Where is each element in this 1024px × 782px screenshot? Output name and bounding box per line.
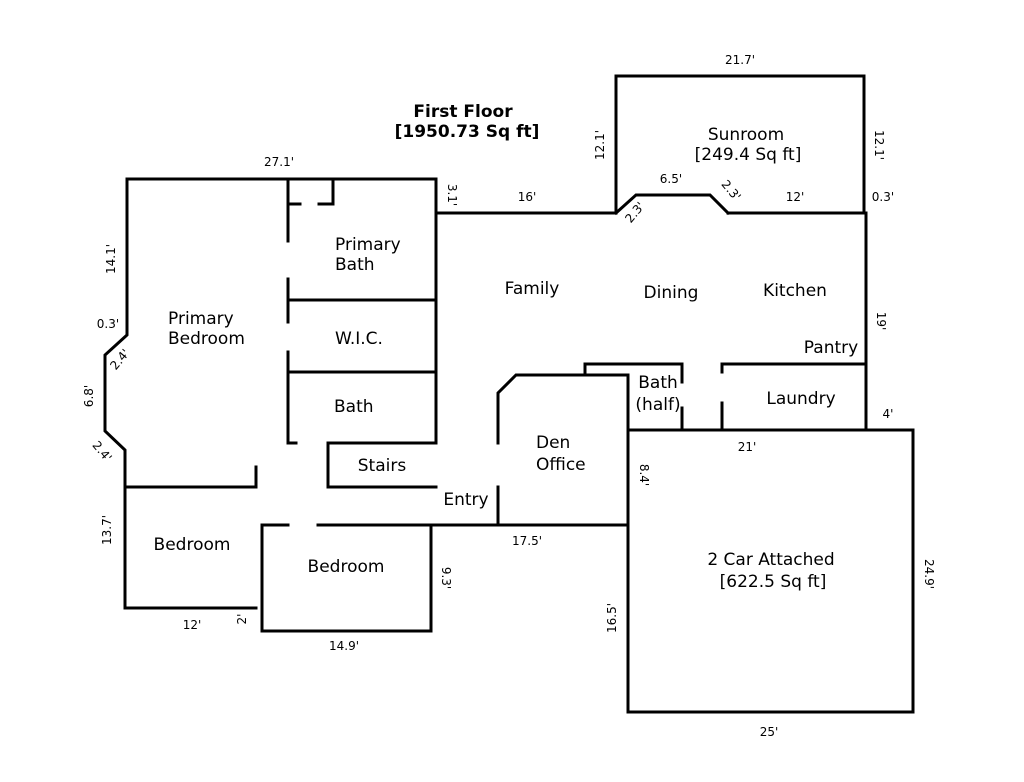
closet-detail-2: [317, 178, 335, 206]
room-labels: Sunroom [249.4 Sq ft] Primary Bath W.I.C…: [154, 125, 859, 592]
half-bath-label-2: (half): [635, 395, 680, 415]
dim-garage-25: 25': [760, 725, 779, 739]
dim-top-27-1: 27.1': [264, 155, 294, 169]
sunroom-walls: [614, 74, 866, 215]
dim-bedroom-9-3: 9.3': [439, 567, 453, 589]
dim-left-0-3: 0.3': [97, 317, 119, 331]
primary-wing-left: [103, 177, 258, 610]
sunroom-area-label: [249.4 Sq ft]: [695, 145, 802, 165]
garage-label: 2 Car Attached: [707, 550, 834, 570]
stairs-walls: [326, 441, 438, 489]
dim-wall-12: 12': [786, 190, 805, 204]
wic-label: W.I.C.: [335, 329, 383, 349]
den-label-1: Den: [536, 433, 570, 453]
stairs-label: Stairs: [358, 456, 407, 476]
dim-sunroom-top: 21.7': [725, 53, 755, 67]
laundry-label: Laundry: [766, 389, 835, 409]
pantry-label: Pantry: [804, 338, 858, 358]
garage-area-label: [622.5 Sq ft]: [720, 572, 827, 592]
dim-left-14-1: 14.1': [104, 244, 118, 274]
bay-window-wall: [613, 193, 731, 216]
dim-sunroom-left: 12.1': [593, 130, 607, 160]
primary-wing-top: [125, 177, 438, 445]
dim-entry-17-5: 17.5': [512, 534, 542, 548]
primary-bedroom-bottom: [123, 465, 258, 489]
dim-bay-right-diag: 2.3': [719, 177, 744, 203]
den-walls: [496, 373, 630, 527]
sunroom-label: Sunroom: [708, 125, 784, 145]
primary-bedroom-label-2: Bedroom: [168, 329, 245, 349]
dining-label: Dining: [644, 283, 699, 303]
dim-left-6-8: 6.8': [82, 385, 96, 407]
dim-garage-21: 21': [738, 440, 757, 454]
family-label: Family: [505, 279, 560, 299]
dim-garage-16-5: 16.5': [605, 603, 619, 633]
dim-wall-16: 16': [518, 190, 537, 204]
bedroom-left-label: Bedroom: [154, 535, 231, 555]
den-closet: [583, 362, 630, 377]
primary-bath-label-1: Primary: [335, 235, 401, 255]
bedroom-mid-walls: [260, 523, 433, 633]
dim-sunroom-right: 12.1': [872, 130, 886, 160]
dim-garage-4: 4': [883, 407, 894, 421]
dim-bottom-14-9: 14.9': [329, 639, 359, 653]
bedroom-mid-label: Bedroom: [308, 557, 385, 577]
bath-label: Bath: [334, 397, 374, 417]
den-label-2: Office: [536, 455, 586, 475]
garage-walls: [626, 428, 915, 714]
kitchen-label: Kitchen: [763, 281, 827, 301]
entry-label: Entry: [443, 490, 488, 510]
floor-area: [1950.73 Sq ft]: [395, 122, 540, 142]
dim-left-13-7: 13.7': [100, 515, 114, 545]
primary-bath-label-2: Bath: [335, 255, 375, 275]
dim-garage-24-9: 24.9': [922, 559, 936, 589]
primary-bedroom-label-1: Primary: [168, 309, 234, 329]
dim-wall-0-3-right: 0.3': [872, 190, 894, 204]
floor-title: First Floor: [413, 102, 513, 122]
dim-kitchen-19: 19': [874, 312, 888, 331]
half-bath-top: [626, 362, 684, 384]
dim-left-2-4-bottom: 2.4': [90, 438, 115, 464]
dim-bottom-2: 2': [235, 614, 249, 625]
half-bath-label-1: Bath: [638, 373, 678, 393]
walls: [103, 74, 915, 714]
pantry-wall: [720, 362, 868, 374]
dim-den-8-4: 8.4': [637, 464, 651, 486]
dim-wall-3-1: 3.1': [445, 184, 459, 206]
dim-bay-top: 6.5': [660, 172, 682, 186]
dim-bottom-12: 12': [183, 618, 202, 632]
